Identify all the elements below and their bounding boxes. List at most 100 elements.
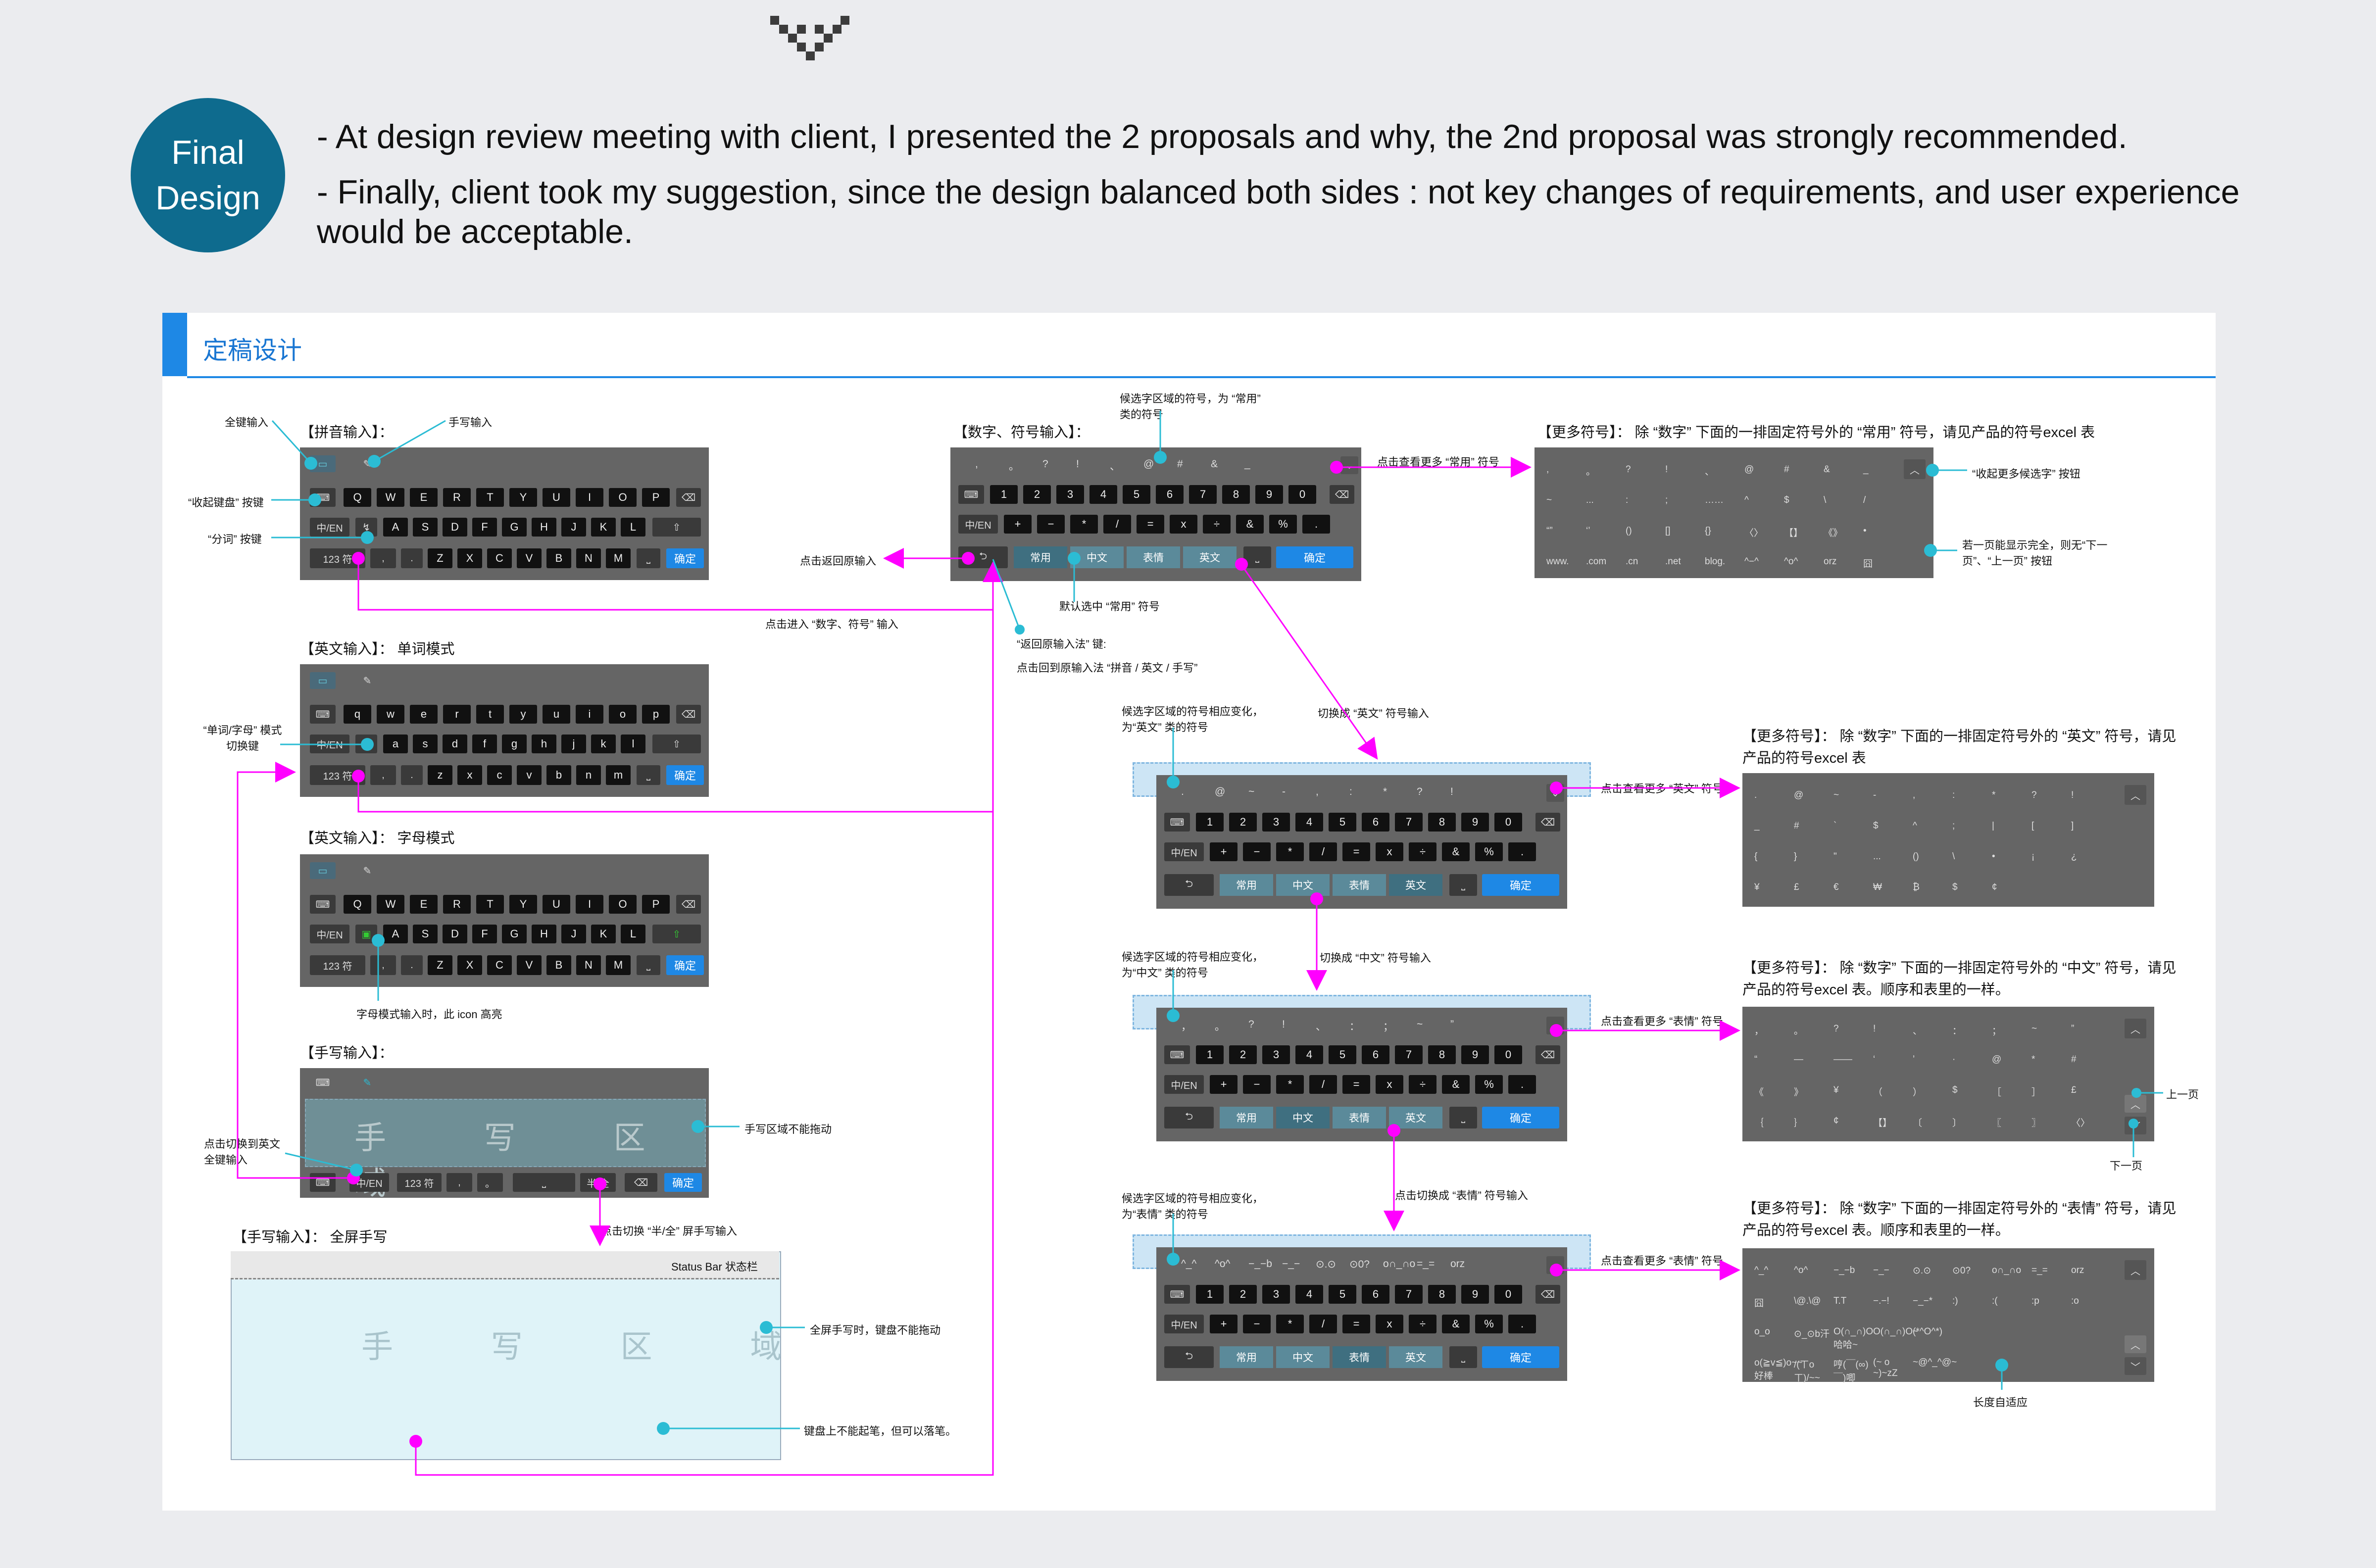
collapse-key[interactable]: ⌨	[310, 1173, 336, 1192]
candidate-8[interactable]: orz	[1450, 1258, 1465, 1270]
keyboard-mode-icon[interactable]: ▭	[310, 862, 336, 879]
digit-2[interactable]: 2	[1229, 813, 1257, 832]
more-sym-0-7[interactable]: ?	[2031, 790, 2037, 800]
key-B[interactable]: B	[546, 955, 571, 975]
key-d[interactable]: d	[443, 735, 467, 753]
dot-key[interactable]: 。	[477, 1173, 503, 1192]
more-sym-3-2[interactable]: €	[1833, 882, 1839, 892]
digit-0[interactable]: 0	[1494, 1045, 1522, 1064]
op-key-1[interactable]: −	[1037, 515, 1065, 534]
comma-key[interactable]: ,	[370, 955, 396, 975]
key-K[interactable]: K	[591, 925, 616, 943]
tab-英文[interactable]: 英文	[1389, 874, 1442, 896]
tab-中文[interactable]: 中文	[1276, 1107, 1330, 1128]
op-key-7[interactable]: &	[1442, 1315, 1470, 1333]
more-sym-1-3[interactable]: −.−!	[1873, 1296, 1889, 1306]
more-sym-1-5[interactable]: ·	[1952, 1054, 1956, 1065]
cn-en-key[interactable]: 中/EN	[1164, 1315, 1204, 1333]
dot-key[interactable]: .	[401, 955, 423, 975]
key-n[interactable]: n	[576, 765, 601, 785]
more-sym-3-1[interactable]: £	[1794, 882, 1799, 892]
more-sym-2-6[interactable]: ［	[1992, 1087, 2002, 1098]
handwrite-mode-icon[interactable]: ✎	[363, 1077, 372, 1088]
key-P[interactable]: P	[642, 488, 670, 507]
key-J[interactable]: J	[561, 518, 586, 537]
more-sym-0-7[interactable]: &	[1824, 464, 1830, 475]
more-sym-2-8[interactable]: •	[1863, 526, 1867, 536]
more-sym-3-4[interactable]: 〔	[1913, 1118, 1923, 1128]
more-sym-3-3[interactable]: 【】	[1873, 1118, 1892, 1128]
op-key-7[interactable]: &	[1442, 842, 1470, 861]
more-sym-0-4[interactable]: 、	[1913, 1026, 1923, 1036]
backspace-key[interactable]: ⌫	[1535, 813, 1560, 832]
tab-常用[interactable]: 常用	[1220, 1346, 1273, 1368]
candidate-3[interactable]: !	[1076, 458, 1079, 470]
collapse-key[interactable]: ⌨	[1164, 813, 1190, 832]
tab-表情[interactable]: 表情	[1333, 1107, 1386, 1128]
digit-1[interactable]: 1	[1196, 1045, 1224, 1064]
key-a[interactable]: a	[383, 735, 408, 753]
candidate-4[interactable]: ⊙.⊙	[1316, 1259, 1336, 1270]
more-sym-0-6[interactable]: ；	[1992, 1026, 2002, 1036]
digit-5[interactable]: 5	[1329, 1285, 1356, 1304]
return-key[interactable]: ⮌	[1164, 1107, 1214, 1128]
key-D[interactable]: D	[443, 925, 467, 943]
key-K[interactable]: K	[591, 518, 616, 537]
more-sym-2-6[interactable]: •	[1992, 851, 1995, 862]
more-sym-1-1[interactable]: \@.\@	[1794, 1296, 1821, 1306]
key-G[interactable]: G	[502, 518, 527, 537]
candidate-6[interactable]: *	[1383, 786, 1387, 797]
confirm-key[interactable]: 确定	[1482, 1107, 1559, 1128]
more-sym-1-6[interactable]: @	[1992, 1054, 2002, 1065]
key-F[interactable]: F	[472, 518, 497, 537]
comma-key[interactable]: ,	[370, 548, 396, 568]
more-sym-3-7[interactable]: orz	[1824, 556, 1837, 567]
more-sym-3-0[interactable]: www.	[1546, 556, 1569, 567]
cn-en-key[interactable]: 中/EN	[310, 925, 349, 943]
key-H[interactable]: H	[532, 925, 556, 943]
key-E[interactable]: E	[410, 488, 438, 507]
digit-1[interactable]: 1	[1196, 1285, 1224, 1304]
key-W[interactable]: W	[377, 895, 404, 914]
more-sym-1-4[interactable]: ^	[1913, 821, 1917, 831]
more-sym-3-1[interactable]: .com	[1586, 556, 1607, 567]
candidate-4[interactable]: ,	[1316, 786, 1319, 797]
tab-中文[interactable]: 中文	[1276, 1346, 1330, 1368]
op-key-6[interactable]: ÷	[1409, 1075, 1436, 1094]
op-key-2[interactable]: *	[1276, 842, 1304, 861]
digit-5[interactable]: 5	[1329, 813, 1356, 832]
space-key[interactable]: ⎵	[637, 548, 660, 568]
more-sym-0-1[interactable]: ^o^	[1794, 1265, 1808, 1275]
collapse-key[interactable]: ⌨	[1164, 1045, 1190, 1064]
more-sym-2-3[interactable]: O(∩_∩)O~	[1873, 1326, 1919, 1337]
op-key-9[interactable]: .	[1508, 842, 1536, 861]
digit-8[interactable]: 8	[1428, 1285, 1456, 1304]
next-page-icon[interactable]: ﹀	[2125, 1357, 2146, 1375]
more-sym-1-7[interactable]: *	[2031, 1054, 2035, 1065]
key-P[interactable]: P	[642, 895, 670, 914]
num-sym-key[interactable]: 123 符	[310, 955, 365, 975]
key-I[interactable]: I	[576, 488, 603, 507]
digit-8[interactable]: 8	[1428, 813, 1456, 832]
digit-9[interactable]: 9	[1461, 813, 1489, 832]
more-sym-3-2[interactable]: .cn	[1626, 556, 1638, 567]
backspace-key[interactable]: ⌫	[676, 488, 701, 507]
more-sym-1-0[interactable]: _	[1754, 821, 1760, 831]
tab-中文[interactable]: 中文	[1276, 874, 1330, 896]
op-key-8[interactable]: %	[1475, 1075, 1503, 1094]
more-sym-1-8[interactable]: ]	[2071, 821, 2074, 831]
return-key[interactable]: ⮌	[1164, 874, 1214, 896]
more-sym-3-0[interactable]: ｛	[1754, 1118, 1764, 1128]
candidate-0[interactable]: ^_^	[1181, 1258, 1197, 1270]
key-R[interactable]: R	[443, 488, 471, 507]
more-sym-2-3[interactable]: []	[1665, 526, 1671, 536]
digit-8[interactable]: 8	[1222, 485, 1250, 504]
key-G[interactable]: G	[502, 925, 527, 943]
more-sym-0-6[interactable]: *	[1992, 790, 1996, 800]
more-sym-1-4[interactable]: −_−*	[1913, 1296, 1933, 1306]
more-sym-1-0[interactable]: 囧	[1754, 1298, 1764, 1309]
more-sym-0-0[interactable]: ，	[1754, 1026, 1764, 1036]
more-sym-2-4[interactable]: ()	[1913, 851, 1919, 862]
key-Z[interactable]: Z	[428, 955, 452, 975]
digit-7[interactable]: 7	[1395, 813, 1423, 832]
